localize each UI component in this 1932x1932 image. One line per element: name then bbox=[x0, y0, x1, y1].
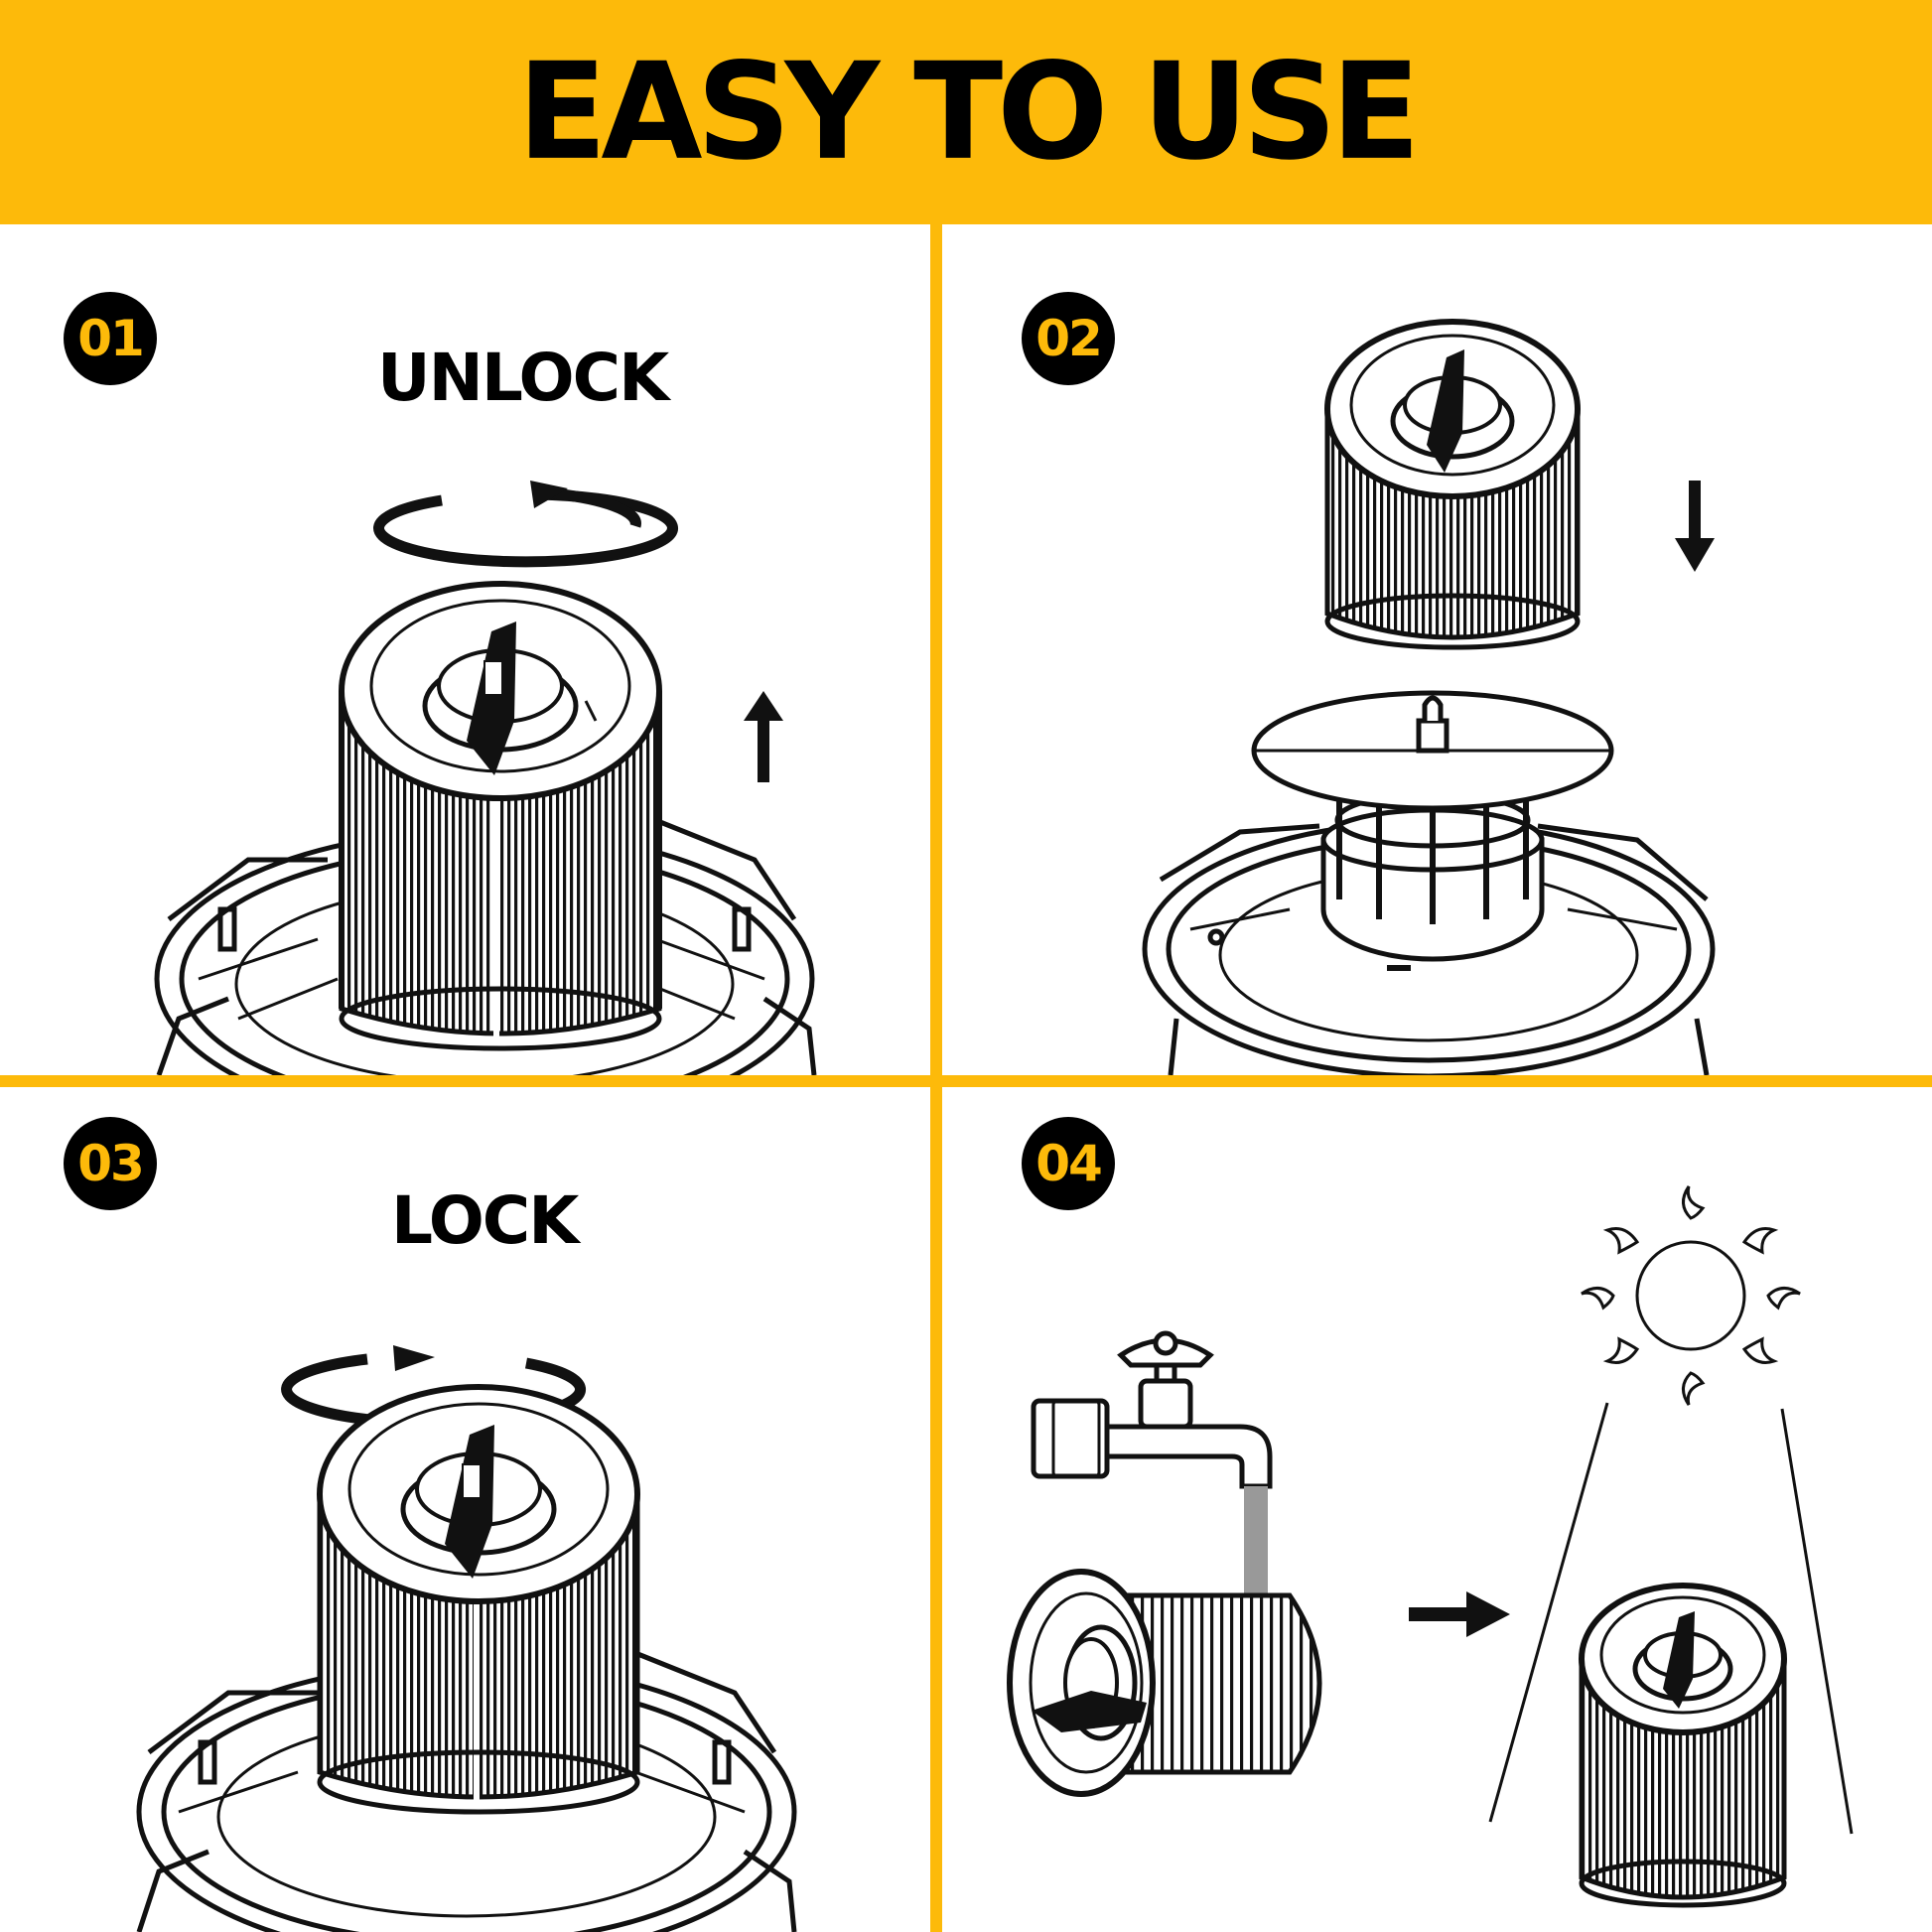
header-banner: EASY TO USE bbox=[0, 0, 1932, 224]
horizontal-divider bbox=[0, 1075, 1932, 1087]
step-number-badge: 01 bbox=[64, 292, 157, 385]
step-number-badge: 03 bbox=[64, 1117, 157, 1210]
page-title: EASY TO USE bbox=[517, 34, 1421, 191]
step-3-illustration bbox=[136, 1345, 797, 1932]
sun-icon bbox=[1581, 1185, 1801, 1406]
step-1-illustration bbox=[154, 481, 817, 1075]
step-label-unlock: UNLOCK bbox=[377, 340, 669, 416]
filter-cage-icon bbox=[1251, 690, 1614, 971]
step-panel-4: 04 bbox=[942, 1087, 1932, 1932]
arrow-down-icon bbox=[1675, 481, 1715, 572]
step-label-lock: LOCK bbox=[391, 1182, 579, 1259]
filter-cartridge-icon bbox=[1324, 319, 1581, 650]
step-panel-2: 02 bbox=[942, 224, 1932, 1075]
water-faucet-icon bbox=[1031, 1330, 1273, 1617]
arrow-up-icon bbox=[744, 691, 783, 782]
step-number-badge: 02 bbox=[1022, 292, 1115, 385]
step-4-illustration bbox=[1007, 1185, 1854, 1908]
rotate-counterclockwise-icon bbox=[373, 481, 678, 568]
step-2-illustration bbox=[1142, 319, 1716, 1075]
step-panel-1: 01 UNLOCK bbox=[0, 224, 930, 1075]
filter-cartridge-icon bbox=[339, 581, 662, 1051]
filter-cartridge-icon bbox=[1579, 1583, 1787, 1908]
step-number-badge: 04 bbox=[1022, 1117, 1115, 1210]
arrow-right-icon bbox=[1409, 1591, 1510, 1637]
filter-cartridge-icon bbox=[317, 1384, 640, 1815]
step-panel-3: 03 LOCK bbox=[0, 1087, 930, 1932]
sun-ray-lines bbox=[1488, 1402, 1854, 1835]
filter-cartridge-icon bbox=[1007, 1569, 1322, 1797]
